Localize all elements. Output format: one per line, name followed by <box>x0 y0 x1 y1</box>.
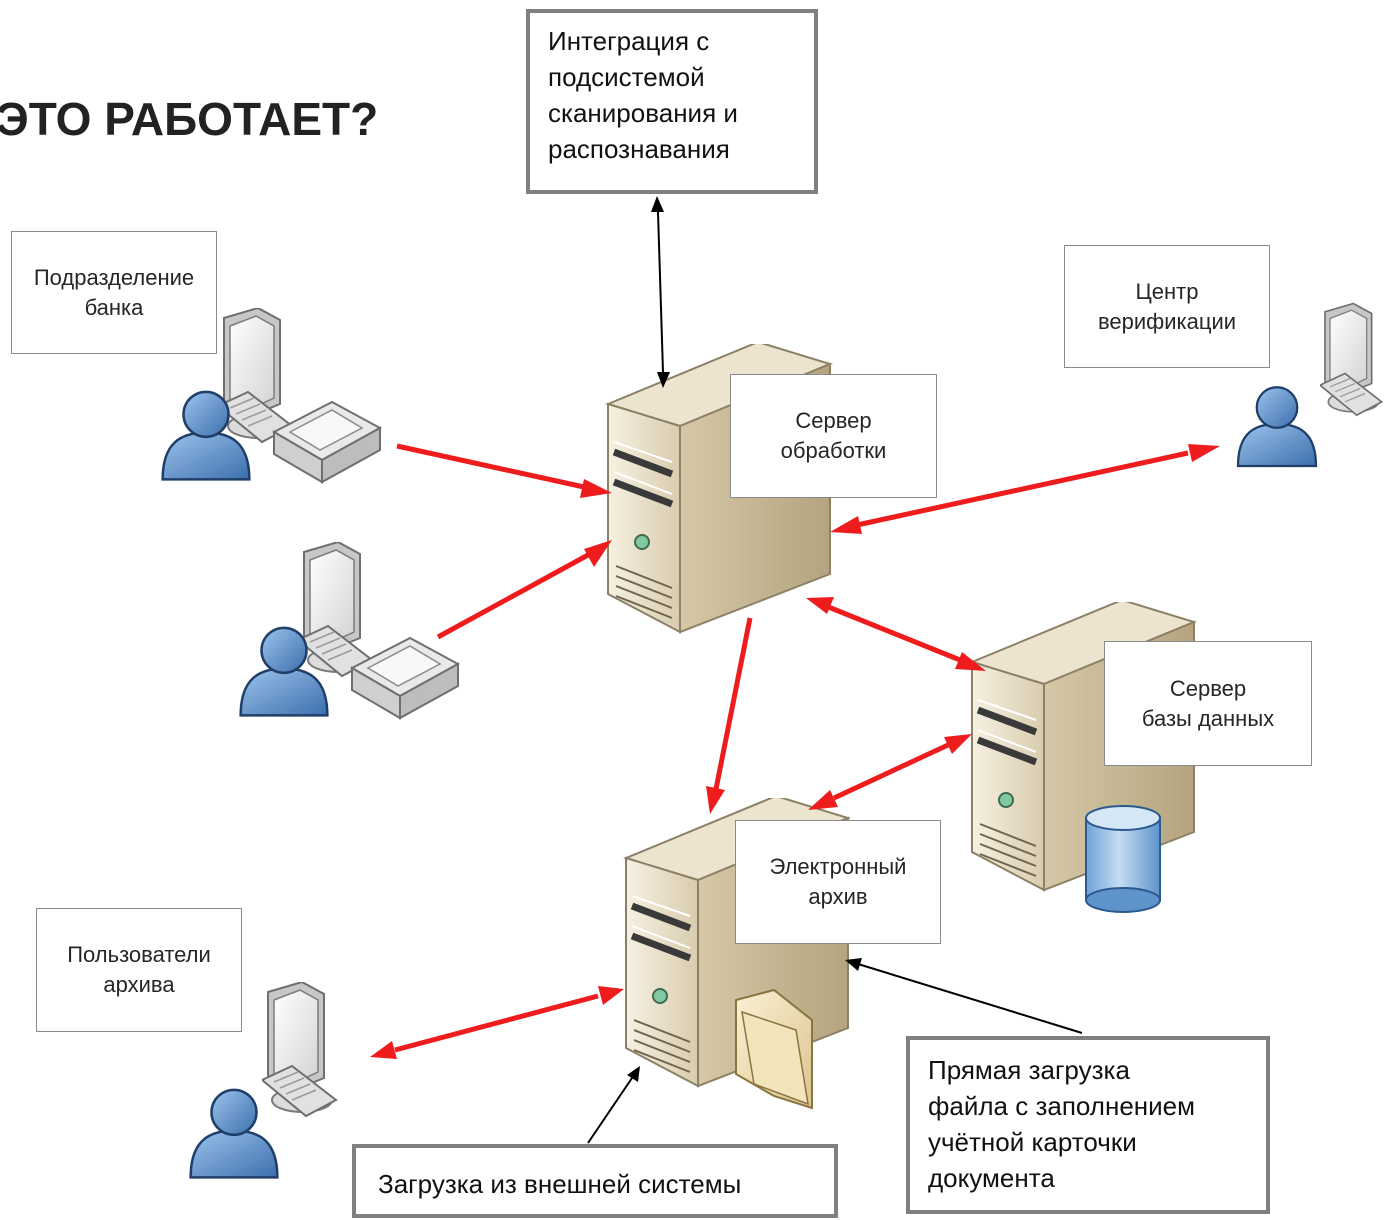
direct-upload-callout: Прямая загрузка файла с заполнением учёт… <box>906 1036 1270 1214</box>
arrowhead <box>944 734 972 754</box>
arrow-archive-users <box>394 993 599 1053</box>
scanner-icon <box>351 637 459 719</box>
arrowhead <box>806 597 834 614</box>
arrowhead <box>1188 444 1220 462</box>
arrow-scan-integration <box>657 211 664 373</box>
arrow-bank-to-processing <box>396 443 585 490</box>
pointer-arrowheads <box>627 196 862 1082</box>
arrowhead <box>845 958 862 971</box>
electronic-archive-label: Электронный архив <box>735 820 941 944</box>
bank-division-label: Подразделение банка <box>11 231 217 354</box>
external-upload-callout: Загрузка из внешней системы <box>352 1144 838 1218</box>
arrow-database-archive <box>832 742 950 801</box>
scan-integration-text: Интеграция с подсистемой сканирования и … <box>548 26 738 164</box>
scan-integration-callout: Интеграция с подсистемой сканирования и … <box>526 9 818 194</box>
arrow-bank2-to-processing <box>436 552 590 640</box>
folder-icon <box>735 988 813 1110</box>
computer-icon <box>1320 302 1383 417</box>
arrowhead <box>706 786 725 814</box>
pointer-arrows <box>587 211 1083 1144</box>
archive-users-text: Пользователи архива <box>67 942 211 997</box>
external-upload-text: Загрузка из внешней системы <box>378 1169 742 1199</box>
database-icon <box>1085 805 1161 913</box>
computer-icon <box>262 982 337 1117</box>
user-icon <box>1236 385 1318 468</box>
direct-upload-text: Прямая загрузка файла с заполнением учёт… <box>928 1055 1196 1193</box>
scanner-icon <box>273 401 381 483</box>
arrowhead <box>657 372 670 388</box>
flow-arrowheads <box>370 444 1220 1059</box>
arrow-processing-verification <box>856 450 1189 528</box>
arrowhead <box>830 516 862 534</box>
arrowhead <box>955 652 986 671</box>
arrow-processing-database <box>825 603 961 663</box>
arrow-external-upload <box>587 1077 633 1144</box>
arrowhead <box>584 540 612 567</box>
arrowhead <box>627 1066 640 1082</box>
arrow-processing-archive <box>713 617 753 790</box>
computer-icon <box>218 308 293 443</box>
arrowhead <box>808 790 838 810</box>
arrowhead <box>580 479 612 498</box>
verification-center-label: Центр верификации <box>1064 245 1270 368</box>
arrow-direct-upload <box>857 963 1083 1034</box>
processing-server-label: Сервер обработки <box>730 374 937 498</box>
database-server-text: Сервер базы данных <box>1141 675 1275 731</box>
processing-server-text: Сервер обработки <box>780 408 887 463</box>
arrowhead <box>598 986 624 1005</box>
arrowhead <box>651 196 664 212</box>
bank-division-text: Подразделение банка <box>33 264 195 320</box>
database-server-label: Сервер базы данных <box>1104 641 1312 766</box>
page-title: ЭТО РАБОТАЕТ? <box>0 93 379 145</box>
flow-arrows <box>394 443 1189 1053</box>
electronic-archive-text: Электронный архив <box>769 854 907 909</box>
archive-users-label: Пользователи архива <box>36 908 242 1032</box>
user-icon <box>189 1088 279 1179</box>
computer-icon <box>298 542 373 677</box>
verification-center-text: Центр верификации <box>1097 278 1237 334</box>
arrowhead <box>370 1041 397 1059</box>
